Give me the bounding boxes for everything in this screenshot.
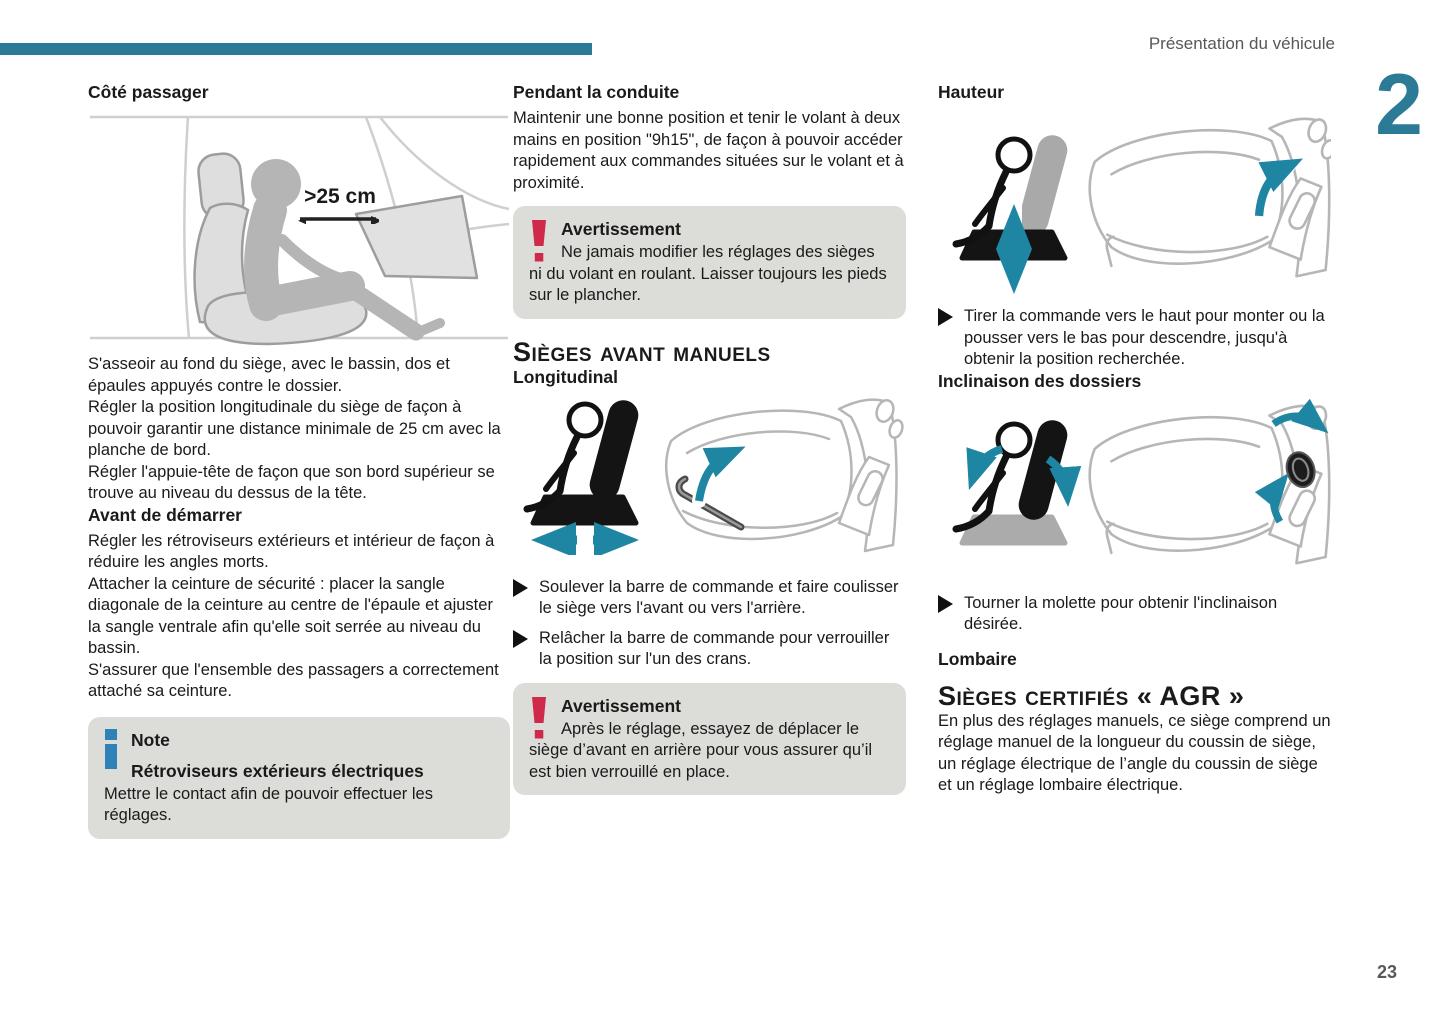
chapter-number: 2 (1375, 57, 1423, 153)
note-titles: Note Rétroviseurs extérieurs électriques (131, 729, 424, 784)
warning-box: Avertissement Ne jamais modifier les rég… (513, 206, 906, 319)
note-title: Note (131, 729, 170, 750)
heading-sieges-avant-manuels: Sièges avant manuels (513, 336, 771, 367)
seat-pictogram-longitudinal (523, 399, 639, 555)
exclamation-icon (532, 696, 546, 738)
bullet-item: Relâcher la barre de commande pour verro… (513, 628, 906, 671)
lift-arrow (695, 445, 746, 502)
agr-paragraph: En plus des réglages manuels, ce siège c… (938, 711, 1331, 795)
exclamation-icon (532, 220, 546, 262)
lever-arrow (1254, 158, 1304, 217)
page-number: 23 (1376, 962, 1397, 982)
note-subtitle: Rétroviseurs extérieurs électriques (131, 760, 424, 781)
heading-sieges-certifies-agr: Sièges certifiés « AGR » (938, 680, 1245, 711)
bullet-item: Tirer la commande vers le haut pour mont… (938, 306, 1331, 371)
bullet-item: Tourner la molette pour obtenir l'inclin… (938, 593, 1331, 636)
backrest-recline-illustration (952, 398, 1331, 565)
running-header: Présentation du véhicule (1148, 34, 1335, 53)
seat-pictogram-recline (952, 419, 1082, 545)
dashboard-shape (354, 194, 479, 280)
heading-lombaire: Lombaire (938, 648, 1017, 669)
warning-body: Après le réglage, essayez de déplacer le… (529, 719, 873, 781)
right-triangle-icon (938, 308, 953, 326)
paragraph: S'assurer que l'ensemble des passagers a… (88, 660, 499, 701)
paragraph: Régler l'appuie-tête de façon que son bo… (88, 462, 495, 503)
paragraph: Attacher la ceinture de sécurité : place… (88, 574, 493, 658)
height-adjust-illustration (952, 117, 1331, 296)
heading-cote-passager: Côté passager (88, 82, 209, 102)
paragraph: S'asseoir au fond du siège, avec le bass… (88, 355, 450, 395)
seated-person-silhouette (244, 193, 445, 341)
heading-inclinaison: Inclinaison des dossiers (938, 370, 1142, 391)
paragraph: Régler les rétroviseurs extérieurs et in… (88, 531, 495, 572)
column-adjustments: Hauteur (938, 82, 1331, 797)
bullet-list: Soulever la barre de commande et faire c… (513, 577, 906, 671)
right-triangle-icon (513, 629, 528, 648)
distance-label: >25 cm (304, 185, 376, 208)
warning-title: Avertissement (561, 695, 681, 716)
recline-arrows (966, 444, 1082, 507)
warning-body: Ne jamais modifier les réglages des sièg… (529, 243, 887, 304)
column-driving: Pendant la conduite Maintenir une bonne … (513, 82, 906, 795)
bullet-text: Relâcher la barre de commande pour verro… (539, 628, 890, 669)
right-triangle-icon (938, 594, 953, 613)
bullet-text: Soulever la barre de commande et faire c… (539, 577, 899, 618)
info-icon (105, 728, 117, 769)
heading-pendant-la-conduite: Pendant la conduite (513, 82, 680, 102)
longitudinal-adjust-illustration (523, 397, 904, 555)
seat-pictogram-height (952, 135, 1068, 296)
knob-arrows (1254, 398, 1329, 523)
bullet-text: Tirer la commande vers le haut pour mont… (964, 307, 1325, 368)
warning-box: Avertissement Après le réglage, essayez … (513, 682, 906, 795)
right-triangle-icon (513, 578, 528, 597)
person-head (251, 159, 301, 209)
note-box: Note Rétroviseurs extérieurs électriques… (88, 716, 510, 839)
intro-paragraph: Maintenir une bonne position et tenir le… (513, 109, 904, 192)
bullet-text: Tourner la molette pour obtenir l'inclin… (964, 593, 1278, 634)
paragraph: Régler la position longitudinale du sièg… (88, 398, 501, 459)
bullet-item: Soulever la barre de commande et faire c… (513, 577, 906, 620)
note-body: Mettre le contact afin de pouvoir effect… (104, 784, 433, 825)
heading-longitudinal: Longitudinal (513, 366, 618, 387)
chapter-accent-bar (0, 43, 592, 55)
seat-drawing-longitudinal (665, 397, 904, 552)
heading-avant-de-demarrer: Avant de démarrer (88, 504, 242, 525)
seat-drawing-height (1088, 117, 1331, 278)
seat-drawing-recline (1088, 398, 1331, 565)
column-passenger-side: Côté passager (88, 82, 510, 839)
heading-hauteur: Hauteur (938, 82, 1005, 102)
passenger-seat-distance-illustration: >25 cm (90, 115, 510, 346)
warning-title: Avertissement (561, 219, 681, 239)
